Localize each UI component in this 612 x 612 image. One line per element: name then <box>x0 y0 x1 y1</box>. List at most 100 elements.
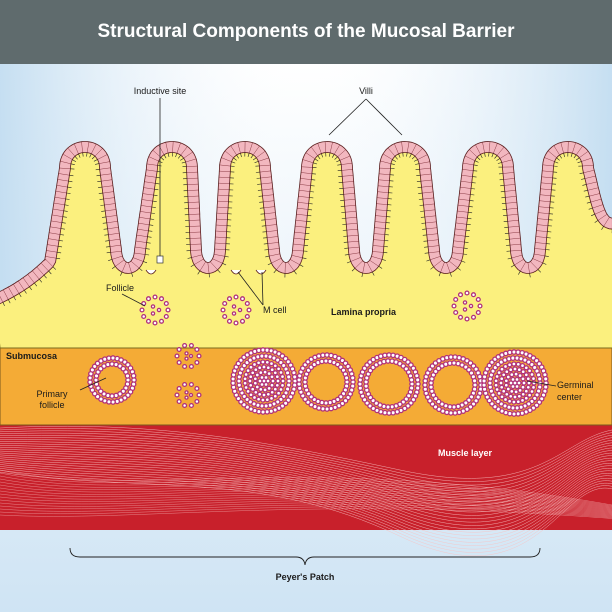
epithelial-cell-wall <box>583 169 595 174</box>
microvillus <box>95 169 100 171</box>
epithelial-cell-wall <box>420 173 432 176</box>
epithelial-cell-wall <box>145 175 157 178</box>
epithelial-cell-wall <box>540 188 552 191</box>
epithelial-cell-wall <box>536 224 548 226</box>
microvillus <box>167 152 170 157</box>
follicle-cell <box>501 388 507 394</box>
microvillus <box>108 259 113 261</box>
follicle-cell <box>250 386 256 392</box>
epithelial-cell-wall <box>372 245 384 247</box>
microvillus <box>252 157 257 161</box>
epithelial-cell-wall <box>101 179 113 182</box>
epithelial-cell-wall <box>187 189 199 191</box>
epithelial-cell-wall <box>141 199 153 202</box>
epithelial-cell-wall <box>121 261 127 273</box>
microvillus <box>537 269 542 273</box>
follicle-cell <box>250 370 256 376</box>
epithelial-cell-wall <box>52 208 64 212</box>
epithelial-cell-wall <box>301 166 313 168</box>
microvillus <box>240 153 242 158</box>
epithelial-cell-wall <box>256 150 266 158</box>
epithelial-cell-wall <box>560 142 564 154</box>
follicle-cell <box>279 373 286 380</box>
microvillus <box>579 172 584 174</box>
epithelial-cell-wall <box>375 215 387 217</box>
epithelial-cell-wall <box>219 164 231 167</box>
page-title: Structural Components of the Mucosal Bar… <box>97 21 515 42</box>
epithelial-cell-wall <box>185 158 197 163</box>
microvillus <box>60 228 65 230</box>
microvillus <box>415 163 420 165</box>
microvillus <box>261 225 266 227</box>
microvillus <box>494 155 498 159</box>
epithelial-cell-wall <box>212 258 223 264</box>
epithelial-cell-wall <box>271 257 282 264</box>
microvillus <box>424 252 429 254</box>
follicle-cell <box>279 382 286 389</box>
follicle-cell <box>220 307 226 313</box>
epithelial-cell-wall <box>248 142 253 154</box>
follicle-cell <box>184 390 189 395</box>
microvillus <box>588 207 593 210</box>
follicle-cell <box>464 290 470 296</box>
epithelial-cell-wall <box>455 222 467 225</box>
microvillus <box>105 246 111 248</box>
follicle-cell <box>513 389 519 395</box>
epithelial-cell-wall <box>219 170 231 173</box>
follicle-cell <box>264 359 270 365</box>
microvillus <box>180 157 184 161</box>
epithelial-cell-wall <box>107 227 119 230</box>
microvillus <box>67 186 72 188</box>
microvillus <box>96 174 101 177</box>
microvillus <box>24 290 27 294</box>
epithelial-cell-wall <box>97 154 108 160</box>
epithelial-cell-wall <box>508 231 520 234</box>
microvillus <box>480 154 483 159</box>
microvillus <box>594 220 599 223</box>
muscle-fiber <box>0 425 612 479</box>
microvillus <box>111 266 116 270</box>
microvillus <box>64 204 69 206</box>
epithelial-cell-wall <box>143 187 155 190</box>
follicle-cell <box>520 376 526 382</box>
microvillus <box>510 264 515 268</box>
epithelial-cell-wall <box>266 230 278 232</box>
epithelial-cell-wall <box>419 167 431 170</box>
follicle-cell <box>519 397 526 404</box>
follicle-cell <box>274 374 280 380</box>
microvillus <box>145 248 150 250</box>
follicle-cell <box>152 320 158 326</box>
follicle-cell <box>233 294 239 300</box>
muscle-layer-label: Muscle layer <box>438 448 493 458</box>
microvillus <box>91 155 96 160</box>
microvillus <box>416 174 421 176</box>
microvillus <box>468 206 473 208</box>
follicle-cell <box>252 376 258 382</box>
microvillus <box>328 152 331 157</box>
follicle-cell <box>512 366 518 372</box>
follicle-cell <box>188 392 194 398</box>
epithelial-cell-wall <box>276 261 284 270</box>
follicle-cell <box>182 363 188 370</box>
follicle-cell <box>265 391 271 397</box>
follicle-cell <box>471 377 478 384</box>
follicle-cell <box>231 311 237 316</box>
follicle-cell <box>511 361 517 367</box>
epithelial-cell-wall <box>109 238 121 241</box>
epithelial-cell-wall <box>165 142 169 154</box>
epithelial-cell-wall <box>135 240 147 243</box>
follicle-cell <box>254 372 260 378</box>
microvillus <box>100 204 105 206</box>
microvillus <box>361 273 363 278</box>
follicle-cell <box>525 376 531 382</box>
follicle-cell <box>475 309 481 316</box>
epithelial-cell-wall <box>105 215 117 218</box>
follicle-cell <box>506 398 513 404</box>
epithelial-cell-wall <box>454 228 467 231</box>
microvillus <box>476 156 481 161</box>
microvillus <box>586 201 591 204</box>
muscle-fiber <box>0 496 612 514</box>
epithelial-cell-wall <box>542 164 554 167</box>
follicle-cell <box>226 296 233 302</box>
follicle-cell <box>498 380 504 386</box>
